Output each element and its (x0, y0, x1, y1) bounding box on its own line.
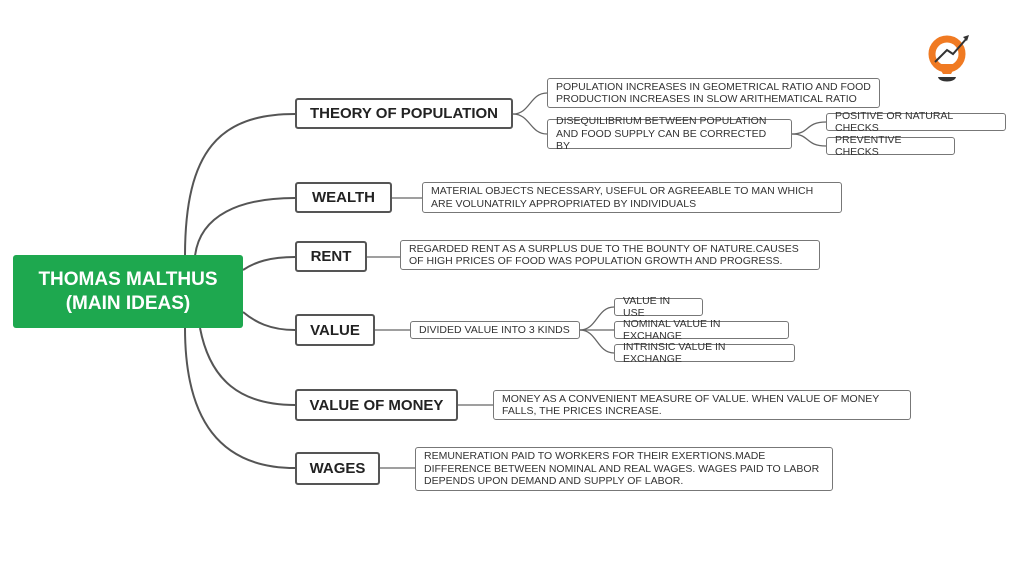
wealth-detail[interactable]: MATERIAL OBJECTS NECESSARY, USEFUL OR AG… (422, 182, 842, 213)
branch-value-of-money[interactable]: VALUE OF MONEY (295, 389, 458, 421)
link-money (199, 327, 296, 406)
wages-detail[interactable]: REMUNERATION PAID TO WORKERS FOR THEIR E… (415, 447, 833, 491)
link-wealth (194, 197, 296, 257)
check-positive[interactable]: POSITIVE OR NATURAL CHECKS (826, 110, 1006, 134)
link-rent (242, 256, 296, 271)
value-kind-use[interactable]: VALUE IN USE (614, 295, 703, 319)
link-value (242, 311, 296, 331)
branch-theory-of-population[interactable]: THEORY OF POPULATION (295, 98, 513, 129)
value-kind-nominal[interactable]: NOMINAL VALUE IN EXCHANGE (614, 318, 789, 342)
branch-wealth[interactable]: WEALTH (295, 182, 392, 213)
money-detail[interactable]: MONEY AS A CONVENIENT MEASURE OF VALUE. … (493, 390, 911, 420)
branch-wages[interactable]: WAGES (295, 452, 380, 485)
value-detail[interactable]: DIVIDED VALUE INTO 3 KINDS (410, 321, 580, 339)
lightbulb-logo-icon (928, 35, 969, 82)
value-kind-intrinsic[interactable]: INTRINSIC VALUE IN EXCHANGE (614, 341, 795, 365)
branch-rent[interactable]: RENT (295, 241, 367, 272)
central-topic[interactable]: THOMAS MALTHUS (MAIN IDEAS) (13, 255, 243, 328)
theory-detail-ratio[interactable]: POPULATION INCREASES IN GEOMETRICAL RATI… (547, 78, 880, 108)
theory-detail-disequilibrium[interactable]: DISEQUILIBRIUM BETWEEN POPULATION AND FO… (547, 115, 792, 152)
link-wages (184, 327, 296, 469)
link-theory (184, 113, 296, 257)
check-preventive[interactable]: PREVENTIVE CHECKS (826, 134, 955, 158)
branch-value[interactable]: VALUE (295, 314, 375, 346)
rent-detail[interactable]: REGARDED RENT AS A SURPLUS DUE TO THE BO… (400, 240, 820, 270)
